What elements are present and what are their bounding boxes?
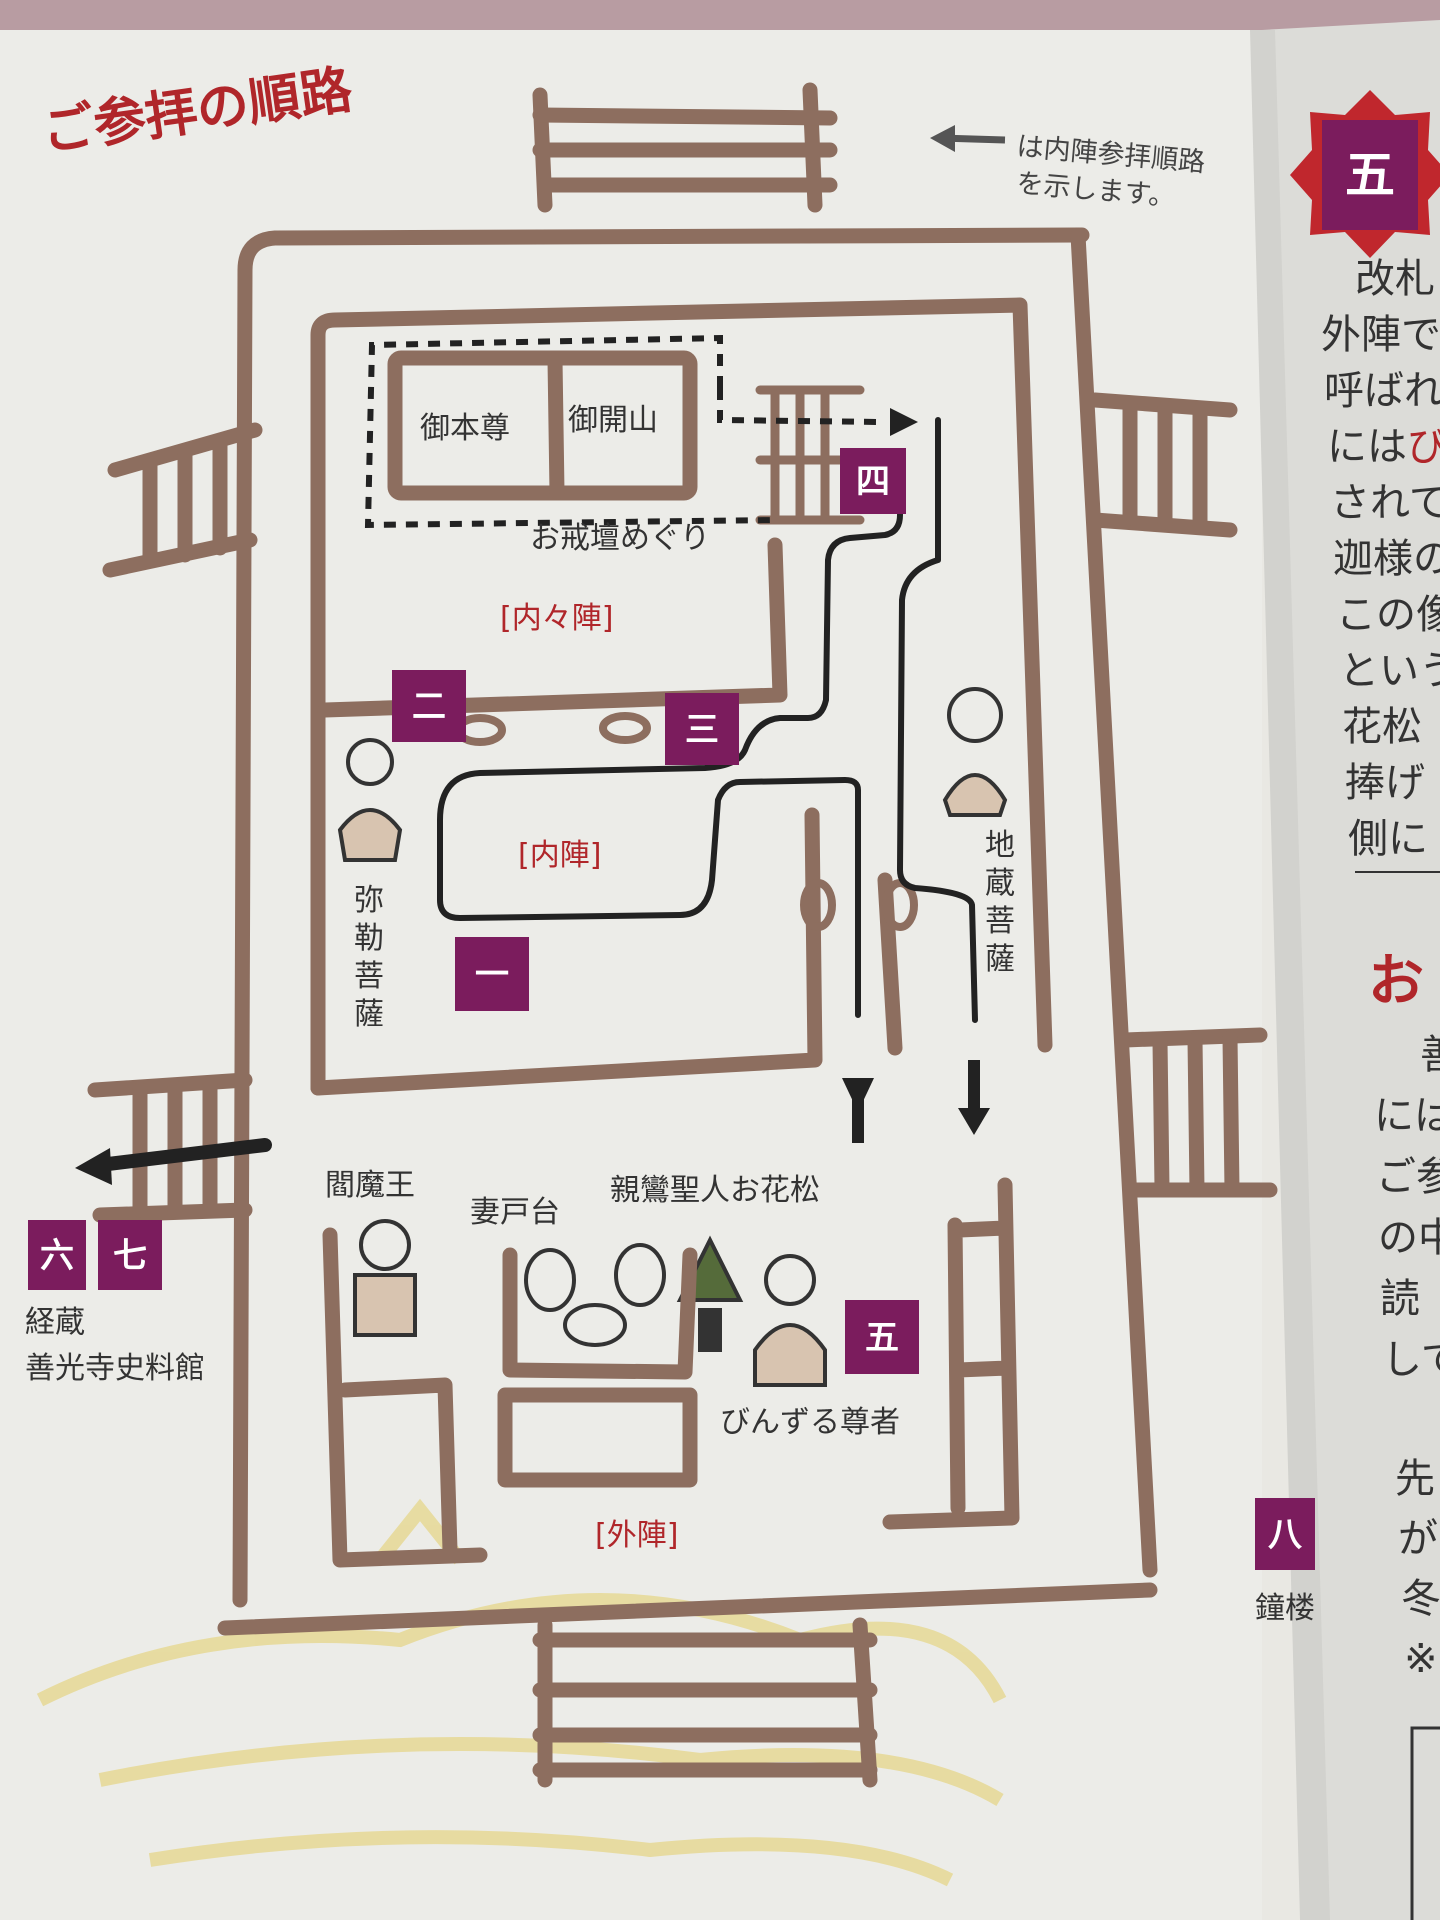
tsumadodai-icon — [524, 1243, 666, 1347]
steps-right-lower — [1117, 1027, 1278, 1198]
body-text-line: 迦様の — [1333, 536, 1440, 582]
body-text-line: が — [1398, 1516, 1438, 1562]
outer-wall-right — [1070, 227, 1158, 1578]
body-text-line: 外陣で — [1321, 312, 1440, 358]
body-text-line: この像 — [1336, 592, 1440, 638]
svg-text:弥: 弥 — [354, 883, 384, 918]
body-text-line: 側に — [1348, 816, 1428, 862]
marker-6: 六 — [28, 1220, 86, 1290]
miroku-statue-icon — [337, 738, 403, 862]
pillar — [800, 879, 836, 931]
kaidan-route — [364, 334, 776, 529]
svg-text:六: 六 — [40, 1236, 74, 1276]
inner-wall-bottom — [310, 807, 823, 1096]
inner-wall — [310, 297, 1053, 1096]
body-text-line: 先 — [1395, 1456, 1435, 1502]
gohonzon-label: 御本尊 — [420, 411, 510, 446]
svg-text:地: 地 — [985, 828, 1015, 863]
gokaisan-label: 御開山 — [568, 403, 658, 438]
body-text-line: されて — [1330, 480, 1440, 526]
arrow-down-icon — [958, 1108, 990, 1135]
svg-text:勒: 勒 — [354, 921, 384, 956]
body-text-line: ※ — [1404, 1636, 1438, 1682]
svg-text:三: 三 — [685, 710, 719, 750]
pillar — [882, 879, 918, 931]
shinran-label: 親鸞聖人お花松 — [610, 1173, 820, 1208]
body-text-line: 読 — [1380, 1276, 1420, 1322]
area-naivaijin: [内々陣] — [500, 601, 613, 636]
body-text-line: にはび — [1327, 424, 1440, 470]
note-box — [1410, 1726, 1440, 1920]
outer-wall-bottom — [217, 1582, 1158, 1636]
body-text-line: ご参 — [1376, 1154, 1440, 1200]
shiryokan-label: 善光寺史料館 — [25, 1351, 205, 1386]
svg-text:八: 八 — [1268, 1515, 1303, 1555]
body-text-line: という — [1339, 648, 1440, 694]
marker-5: 五 — [845, 1300, 919, 1374]
section-badge: 五 — [1345, 146, 1395, 204]
body-text-line: 冬 — [1401, 1576, 1440, 1622]
steps-left-upper — [102, 422, 263, 578]
jizo-statue-icon — [942, 687, 1008, 817]
svg-text:薩: 薩 — [354, 997, 384, 1032]
enmao-label: 閻魔王 — [325, 1168, 415, 1203]
tsumadodai-label: 妻戸台 — [470, 1195, 560, 1230]
route-arrow-icon — [890, 408, 918, 436]
section-heading: お — [1368, 949, 1424, 1014]
enmao-statue-icon — [353, 1219, 417, 1337]
exit-arrow-icon — [75, 1148, 112, 1185]
marker-4: 四 — [840, 448, 906, 514]
body-text-line: して — [1382, 1337, 1440, 1383]
body-text-line: 捧げ — [1345, 760, 1425, 806]
gejin-wall-left — [322, 1227, 488, 1568]
kaidan-route-exit — [717, 388, 881, 425]
body-text-line: 花松 — [1342, 704, 1422, 750]
body-text-line: 改札 — [1355, 256, 1435, 302]
marker-1: 一 — [455, 937, 529, 1011]
marker-2: 二 — [392, 670, 466, 742]
svg-text:五: 五 — [865, 1318, 899, 1358]
svg-text:薩: 薩 — [985, 942, 1015, 977]
body-text-line: 善 — [1420, 1032, 1440, 1078]
altar-box — [387, 350, 698, 501]
jizo-label: 地 蔵 菩 薩 — [985, 828, 1015, 977]
binzuru-label: びんずる尊者 — [720, 1405, 900, 1440]
area-naijin: [内陣] — [518, 838, 601, 873]
svg-text:菩: 菩 — [354, 959, 384, 994]
shoro-label: 鐘楼 — [1255, 1591, 1315, 1626]
svg-text:二: 二 — [412, 687, 446, 727]
steps-right-upper — [1087, 392, 1238, 538]
body-text-line: には — [1374, 1093, 1440, 1139]
miroku-label: 弥 勒 菩 薩 — [354, 883, 384, 1032]
area-gejin: [外陣] — [595, 1518, 678, 1553]
gejin-wall-right — [882, 1177, 1020, 1530]
naivaijin-wall — [317, 537, 788, 718]
tsumadodai-frame — [502, 1247, 698, 1380]
svg-text:蔵: 蔵 — [985, 866, 1015, 901]
body-text-line: の中 — [1378, 1215, 1440, 1261]
marker-3: 三 — [665, 693, 739, 765]
steps-top — [532, 82, 838, 213]
steps-bottom — [532, 1617, 878, 1788]
svg-text:四: 四 — [856, 462, 890, 502]
svg-text:一: 一 — [475, 955, 509, 995]
pillar — [599, 712, 651, 744]
binzuru-statue-icon — [753, 1254, 827, 1387]
page-gutter — [1250, 30, 1330, 1920]
marker-7: 七 — [98, 1220, 162, 1290]
marker-8: 八 — [1255, 1498, 1315, 1570]
exit-arrow — [93, 1138, 272, 1172]
okaidan-label: お戒壇めぐり — [530, 521, 710, 556]
kyozo-label: 経蔵 — [25, 1305, 85, 1340]
naijin-route-out — [897, 417, 978, 1023]
svg-text:七: 七 — [113, 1236, 147, 1276]
platform — [497, 1387, 698, 1488]
naijin-route-in — [437, 487, 903, 1018]
body-text-line: 呼ばれ — [1324, 368, 1440, 414]
svg-text:菩: 菩 — [985, 904, 1015, 939]
